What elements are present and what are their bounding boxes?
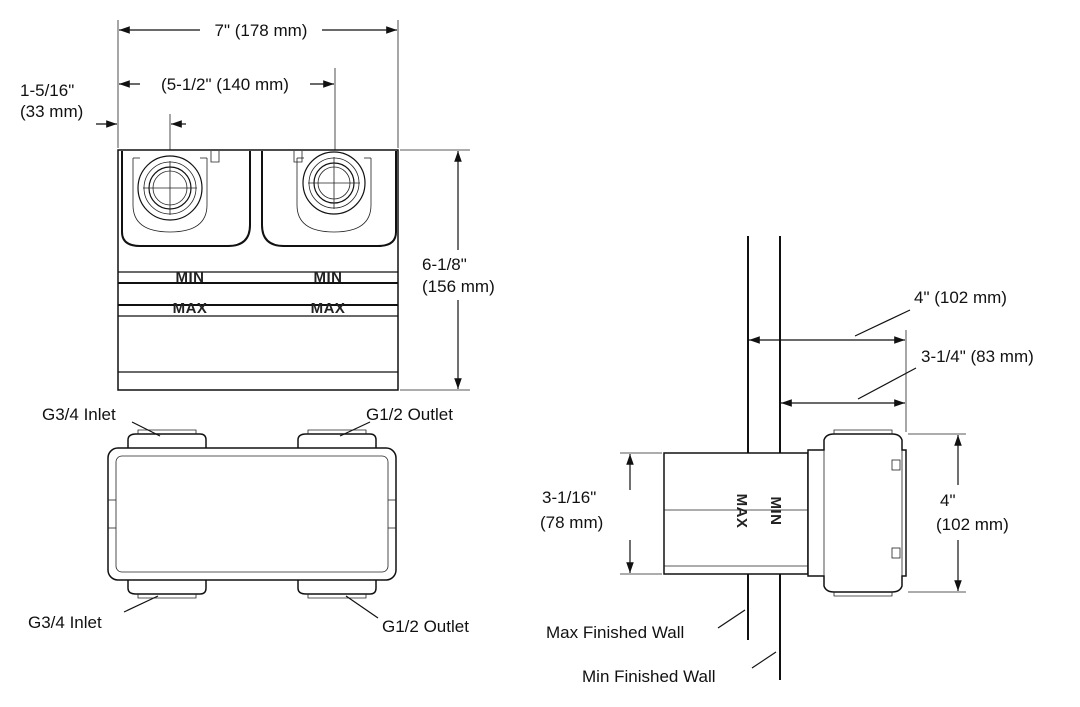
max-mark-right: MAX	[311, 300, 346, 317]
dim-side-box-in-label: 4"	[940, 491, 956, 510]
dim-height-in-label: 6-1/8"	[422, 255, 467, 274]
dim-side-height-in-label: 3-1/16"	[542, 488, 596, 507]
top-view: G3/4 Inlet G1/2 Outlet G3/4 Inlet G1/2 O…	[28, 405, 469, 636]
dim-offset-mm-label: (33 mm)	[20, 102, 83, 121]
dim-center-spacing-label: (5-1/2" (140 mm)	[161, 75, 289, 94]
dim-depth-max-label: 4" (102 mm)	[914, 288, 1007, 307]
left-port	[137, 155, 203, 221]
dim-height-mm-label: (156 mm)	[422, 277, 495, 296]
min-mark-left: MIN	[176, 269, 205, 286]
dim-overall-width-label: 7" (178 mm)	[215, 21, 308, 40]
valve-body-top	[107, 447, 397, 581]
label-outlet-top: G1/2 Outlet	[366, 405, 453, 424]
min-mark-side: MIN	[767, 497, 784, 526]
side-view: 4" (102 mm) 3-1/4" (83 mm) MAX MIN 3-1/1…	[540, 236, 1034, 686]
label-outlet-bottom: G1/2 Outlet	[382, 617, 469, 636]
dim-offset-in-label: 1-5/16"	[20, 81, 74, 100]
valve-body-side	[663, 452, 809, 575]
dim-side-height-mm-label: (78 mm)	[540, 513, 603, 532]
max-mark-left: MAX	[173, 300, 208, 317]
label-max-finished-wall: Max Finished Wall	[546, 623, 684, 642]
dim-depth-min-label: 3-1/4" (83 mm)	[921, 347, 1034, 366]
front-view: 7" (178 mm) (5-1/2" (140 mm) 1-5/16" (33…	[20, 20, 495, 391]
label-inlet-top: G3/4 Inlet	[42, 405, 116, 424]
right-port	[302, 151, 366, 215]
min-mark-right: MIN	[314, 269, 343, 286]
max-mark-side: MAX	[733, 494, 750, 529]
label-inlet-bottom: G3/4 Inlet	[28, 613, 102, 632]
dim-side-box-mm-label: (102 mm)	[936, 515, 1009, 534]
label-min-finished-wall: Min Finished Wall	[582, 667, 716, 686]
valve-body-front	[117, 149, 399, 391]
